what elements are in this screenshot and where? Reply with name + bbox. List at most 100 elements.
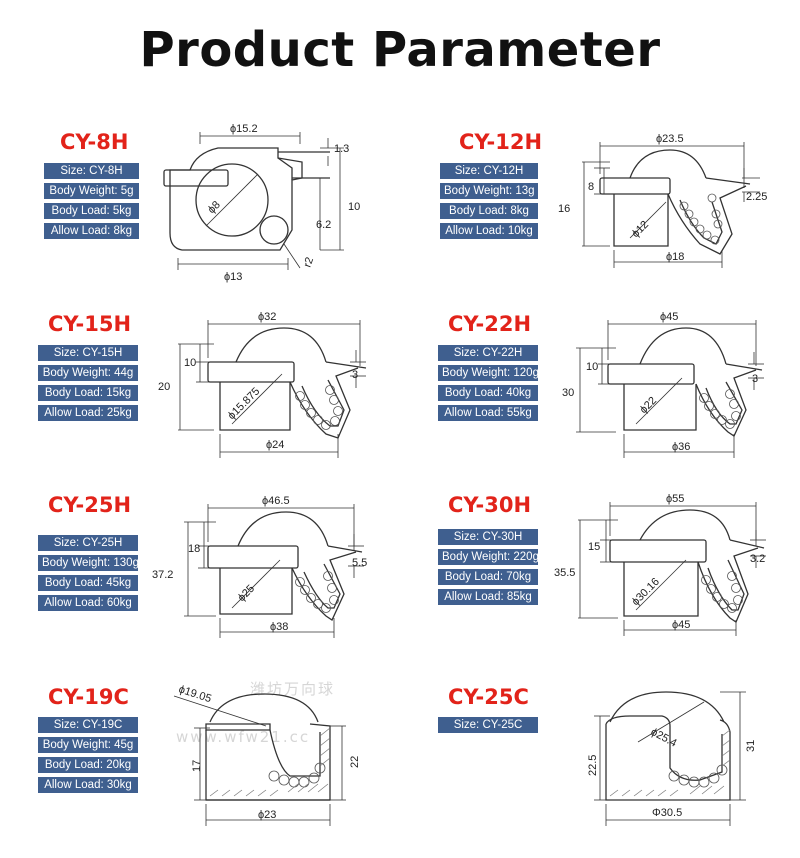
dim-label: ϕ18 (666, 251, 684, 263)
dim-label: ϕ55 (666, 493, 684, 505)
spec-list-cy-25c: Size: CY-25C (438, 717, 538, 733)
spec-size: Size: CY-15H (38, 345, 138, 361)
spec-list-cy-12h: Size: CY-12H Body Weight: 13g Body Load:… (440, 163, 538, 239)
spec-size: Size: CY-25H (38, 535, 138, 551)
drawing-cy-19c: ϕ19.05 17 22 ϕ23 (173, 683, 361, 826)
drawing-cy-30h: ϕ55 15 35.5 3.2 ϕ30.16 ϕ45 (554, 493, 766, 636)
dim-label: 22 (349, 756, 361, 768)
dim-label: 37.2 (152, 569, 173, 581)
product-name-cy-15h: CY-15H (48, 312, 132, 336)
spec-body-load: Body Load: 15kg (38, 385, 138, 401)
dim-label: 20 (158, 381, 170, 393)
spec-body-weight: Body Weight: 13g (440, 183, 538, 199)
dim-label: 22.5 (587, 755, 599, 776)
product-name-cy-8h: CY-8H (60, 130, 129, 154)
dim-label: ϕ45 (660, 311, 678, 323)
spec-body-weight: Body Weight: 44g (38, 365, 138, 381)
dim-label: ϕ30.16 (630, 576, 662, 608)
page-title: Product Parameter (139, 22, 661, 78)
spec-list-cy-8h: Size: CY-8H Body Weight: 5g Body Load: 5… (44, 163, 139, 239)
dim-label: r2 (302, 256, 317, 269)
spec-body-weight: Body Weight: 120g (438, 365, 539, 381)
product-name-cy-30h: CY-30H (448, 493, 532, 517)
dim-label: ϕ45 (672, 619, 690, 631)
spec-body-weight: Body Weight: 45g (38, 737, 138, 753)
spec-body-weight: Body Weight: 220g (438, 549, 539, 565)
dim-label: 17 (191, 760, 203, 772)
dim-label: ϕ15.2 (230, 123, 258, 135)
spec-size: Size: CY-19C (38, 717, 138, 733)
dim-label: 31 (745, 740, 757, 752)
spec-allow-load: Allow Load: 55kg (438, 405, 538, 421)
product-name-cy-25h: CY-25H (48, 493, 132, 517)
spec-list-cy-22h: Size: CY-22H Body Weight: 120g Body Load… (438, 345, 539, 421)
spec-body-load: Body Load: 45kg (38, 575, 138, 591)
dim-label: 18 (188, 543, 200, 555)
dim-label: 8 (588, 181, 594, 193)
spec-body-weight: Body Weight: 5g (44, 183, 139, 199)
spec-size: Size: CY-12H (440, 163, 538, 179)
dim-label: 10 (586, 361, 598, 373)
drawing-cy-15h: ϕ32 10 20 3 ϕ15.875 ϕ24 (158, 311, 367, 458)
watermark-line-1: 潍坊万向球 (250, 680, 336, 698)
spec-body-load: Body Load: 70kg (438, 569, 538, 585)
spec-list-cy-19c: Size: CY-19C Body Weight: 45g Body Load:… (38, 717, 138, 793)
dim-label: 5.5 (352, 557, 367, 569)
dim-label: 30 (562, 387, 574, 399)
dim-label: ϕ24 (266, 439, 284, 451)
spec-body-load: Body Load: 40kg (438, 385, 538, 401)
spec-allow-load: Allow Load: 10kg (440, 223, 538, 239)
dim-label: ϕ36 (672, 441, 690, 453)
drawing-cy-25h: ϕ46.5 18 37.2 5.5 ϕ25 ϕ38 (152, 495, 367, 638)
dim-label: ϕ13 (224, 271, 242, 283)
spec-size: Size: CY-8H (44, 163, 139, 179)
dim-label: ϕ19.05 (177, 683, 213, 705)
spec-allow-load: Allow Load: 8kg (44, 223, 139, 239)
spec-body-weight: Body Weight: 130g (38, 555, 139, 571)
spec-list-cy-30h: Size: CY-30H Body Weight: 220g Body Load… (438, 529, 539, 605)
dim-label: ϕ22 (638, 395, 660, 417)
dim-label: 3.2 (750, 553, 765, 565)
drawing-cy-25c: ϕ25.4 22.5 31 Φ30.5 (587, 691, 757, 826)
product-name-cy-22h: CY-22H (448, 312, 532, 336)
dim-label: ϕ46.5 (262, 495, 290, 507)
spec-size: Size: CY-22H (438, 345, 538, 361)
watermark-line-2: www.wfw21.cc (176, 728, 311, 746)
spec-allow-load: Allow Load: 60kg (38, 595, 138, 611)
dim-label: ϕ15.875 (226, 385, 263, 422)
spec-list-cy-25h: Size: CY-25H Body Weight: 130g Body Load… (38, 535, 139, 611)
drawing-cy-22h: ϕ45 10 30 3 ϕ22 ϕ36 (562, 311, 764, 458)
spec-body-load: Body Load: 8kg (440, 203, 538, 219)
spec-allow-load: Allow Load: 85kg (438, 589, 538, 605)
drawing-cy-8h: ϕ15.2 1.3 10 6.2 ϕ8 ϕ13 r2 (163, 123, 360, 283)
product-name-cy-12h: CY-12H (459, 130, 543, 154)
spec-allow-load: Allow Load: 25kg (38, 405, 138, 421)
dim-label: 10 (348, 201, 360, 213)
dim-label: 1.3 (334, 143, 349, 155)
spec-list-cy-15h: Size: CY-15H Body Weight: 44g Body Load:… (38, 345, 138, 421)
dim-label: 35.5 (554, 567, 575, 579)
spec-body-load: Body Load: 5kg (44, 203, 139, 219)
dim-label: 6.2 (316, 219, 331, 231)
drawing-cy-12h: ϕ23.5 8 16 2.25 ϕ12 ϕ18 (558, 133, 767, 268)
dim-label: ϕ8 (206, 199, 223, 216)
product-name-cy-25c: CY-25C (448, 685, 529, 709)
dim-label: ϕ12 (630, 219, 652, 241)
dim-label: 15 (588, 541, 600, 553)
dim-label: Φ30.5 (652, 807, 682, 819)
dim-label: 3 (752, 373, 758, 385)
dim-label: 3 (352, 369, 358, 381)
dim-label: ϕ23.5 (656, 133, 684, 145)
spec-allow-load: Allow Load: 30kg (38, 777, 138, 793)
spec-size: Size: CY-25C (438, 717, 538, 733)
dim-label: 10 (184, 357, 196, 369)
spec-size: Size: CY-30H (438, 529, 538, 545)
product-name-cy-19c: CY-19C (48, 685, 129, 709)
dim-label: 16 (558, 203, 570, 215)
dim-label: ϕ23 (258, 809, 276, 821)
dim-label: ϕ25.4 (649, 726, 679, 750)
dim-label: ϕ38 (270, 621, 288, 633)
spec-body-load: Body Load: 20kg (38, 757, 138, 773)
dim-label: ϕ32 (258, 311, 276, 323)
dim-label: 2.25 (746, 191, 767, 203)
